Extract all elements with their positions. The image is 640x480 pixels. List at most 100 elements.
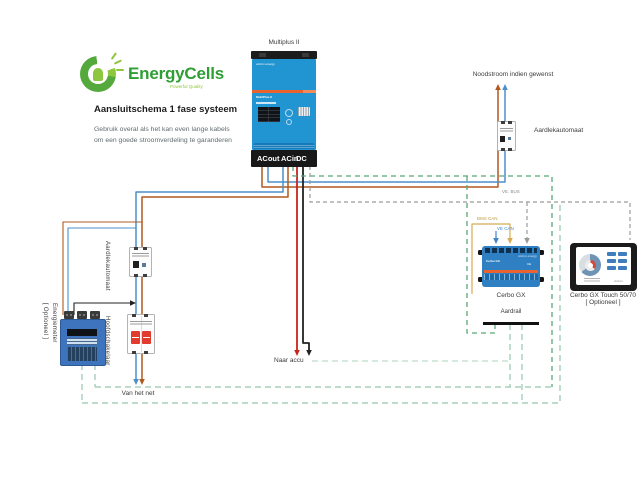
breaker-terminal — [143, 247, 147, 250]
wire-ve-can-arrowhead — [493, 238, 499, 244]
breaker-markings — [132, 253, 149, 258]
wire-acin-line-arrowhead — [139, 379, 145, 385]
subtitle-line1: Gebruik overal als het kan even lange ka… — [94, 126, 230, 133]
wire-bms-can-arrowhead — [507, 238, 513, 244]
meter-lcd-display — [67, 329, 97, 336]
wire-bms-can — [471, 223, 511, 294]
breaker-terminal — [134, 247, 138, 250]
van-het-net-label: Van het net — [121, 390, 155, 397]
wire-pe-branch — [466, 176, 496, 334]
wire-acin-neutral — [135, 166, 284, 379]
terminal-acin-label: ACin — [281, 154, 299, 163]
meter-terminal-block — [64, 311, 74, 319]
wire-dc-plus-arrowhead — [294, 350, 300, 356]
main-switch-toggle — [130, 331, 140, 344]
subtitle-line2: om een goede stroomverdeling te garander… — [94, 136, 232, 144]
hoofdschakelaar-label: Hoofdschakelaar — [104, 316, 110, 366]
logo-ray — [116, 69, 124, 72]
breaker-toggle — [500, 136, 505, 142]
touch-screen: victron — [576, 247, 631, 285]
logo-ray — [110, 52, 118, 61]
touch-gauge-center — [587, 262, 593, 268]
multiplus-footer-band — [254, 143, 314, 149]
bracket-slot — [302, 53, 309, 57]
cerbo-name-text: Cerbo GX — [486, 260, 500, 263]
cerbo-gx-device: victron energy Cerbo GX CE — [478, 246, 544, 287]
energiemeter-label-line1: Energiemeter — [51, 303, 57, 343]
cerbo-touch-device: victron — [570, 243, 637, 291]
breaker-test-button — [508, 137, 511, 140]
cerbo-mount-tab — [478, 250, 485, 255]
hoofdschakelaar-device — [127, 314, 155, 354]
touch-label-line2: [ Optioneel ] — [585, 299, 621, 306]
brand-tagline: Powerful Quality — [170, 84, 203, 89]
multiplus-sticker — [298, 107, 310, 116]
wire-meter-sense-arrowhead — [130, 300, 136, 306]
touch-stat-chip — [618, 259, 627, 263]
energiemeter-label-line2: [ Optioneel ] — [42, 303, 48, 340]
breaker-markings — [500, 128, 513, 133]
wire-rail-2 — [82, 205, 561, 404]
breaker-terminal — [143, 274, 147, 277]
wire-acin-neutral-arrowhead — [133, 379, 139, 385]
aardrail-label: Aardrail — [500, 309, 522, 315]
touch-stat-chip — [607, 266, 616, 270]
aardlekautomaat-right-device — [497, 121, 516, 151]
page-subtitle: Gebruik overal als het kan even lange ka… — [94, 125, 232, 146]
touch-stat-chip — [607, 259, 616, 263]
breaker-terminal — [508, 121, 512, 124]
brand-name: EnergyCells — [128, 64, 225, 83]
page-title: Aansluitschema 1 fase systeem — [94, 104, 238, 115]
cerbo-orange-stripe — [484, 270, 538, 273]
energycells-logo-icon — [80, 52, 124, 97]
multiplus-mount-bracket — [251, 51, 317, 59]
wire-vebus-drop-arrowhead — [524, 238, 530, 244]
touch-stat-chip — [607, 252, 616, 256]
multiplus-terminal-cover: ACout ACin DC — [251, 150, 317, 167]
victron-logo: victron energy — [256, 63, 275, 66]
multiplus-spec-table — [258, 107, 280, 122]
multiplus-device: victron energy MultiPlus-II ACout ACin D… — [251, 50, 317, 167]
energiemeter-device — [60, 310, 106, 366]
multiplus-body: victron energy MultiPlus-II — [252, 59, 316, 150]
energiemeter-label: Energiemeter [ Optioneel ] — [40, 303, 58, 343]
touch-stat-chip — [618, 266, 627, 270]
logo-ray — [113, 59, 123, 65]
victron-logo: victron energy — [518, 255, 537, 258]
meter-label-strip — [67, 338, 97, 345]
bms-can-label: BMS CAN — [477, 216, 498, 221]
breaker-terminal — [501, 121, 505, 124]
cerbo-lower-band — [484, 274, 538, 280]
meter-lower-panel — [67, 347, 97, 361]
aardlekautomaat-right-label: Aardlekautomaat — [534, 127, 584, 134]
breaker-toggle — [133, 261, 139, 268]
ce-mark: CE — [527, 263, 532, 266]
lightbulb-icon — [93, 68, 103, 81]
cerbo-mount-tab — [537, 250, 544, 255]
cerbo-mount-tab — [478, 277, 485, 282]
breaker-terminal — [501, 148, 505, 151]
multiplus-model-line2 — [256, 102, 276, 104]
breaker-test-button — [142, 263, 146, 267]
wire-pe-main — [292, 166, 553, 387]
aardrail-busbar — [483, 322, 539, 325]
touch-label-line1: Cerbo GX Touch 50/70 — [569, 292, 636, 299]
wire-meter-tap-neutral — [67, 227, 136, 315]
cerbo-connector-row — [485, 247, 537, 253]
cerbo-label: Cerbo GX — [496, 292, 526, 299]
aardlekautomaat-left-device — [129, 247, 152, 277]
meter-terminal-block — [90, 311, 100, 319]
wire-meter-sense — [73, 302, 130, 315]
meter-terminal-row — [64, 311, 100, 319]
aardlekautomaat-left-label: Aardlekautomaat — [104, 241, 110, 291]
breaker-pole-divider — [141, 316, 142, 352]
cerbo-body: victron energy Cerbo GX CE — [482, 246, 540, 287]
bracket-slot — [259, 53, 266, 57]
wire-acout-neutral-arrowhead — [502, 84, 508, 90]
multiplus-dial-icon — [286, 119, 292, 125]
touch-small-text — [584, 278, 600, 282]
breaker-terminal — [134, 274, 138, 277]
meter-body — [60, 319, 106, 366]
multiplus-dial-icon — [285, 109, 293, 117]
